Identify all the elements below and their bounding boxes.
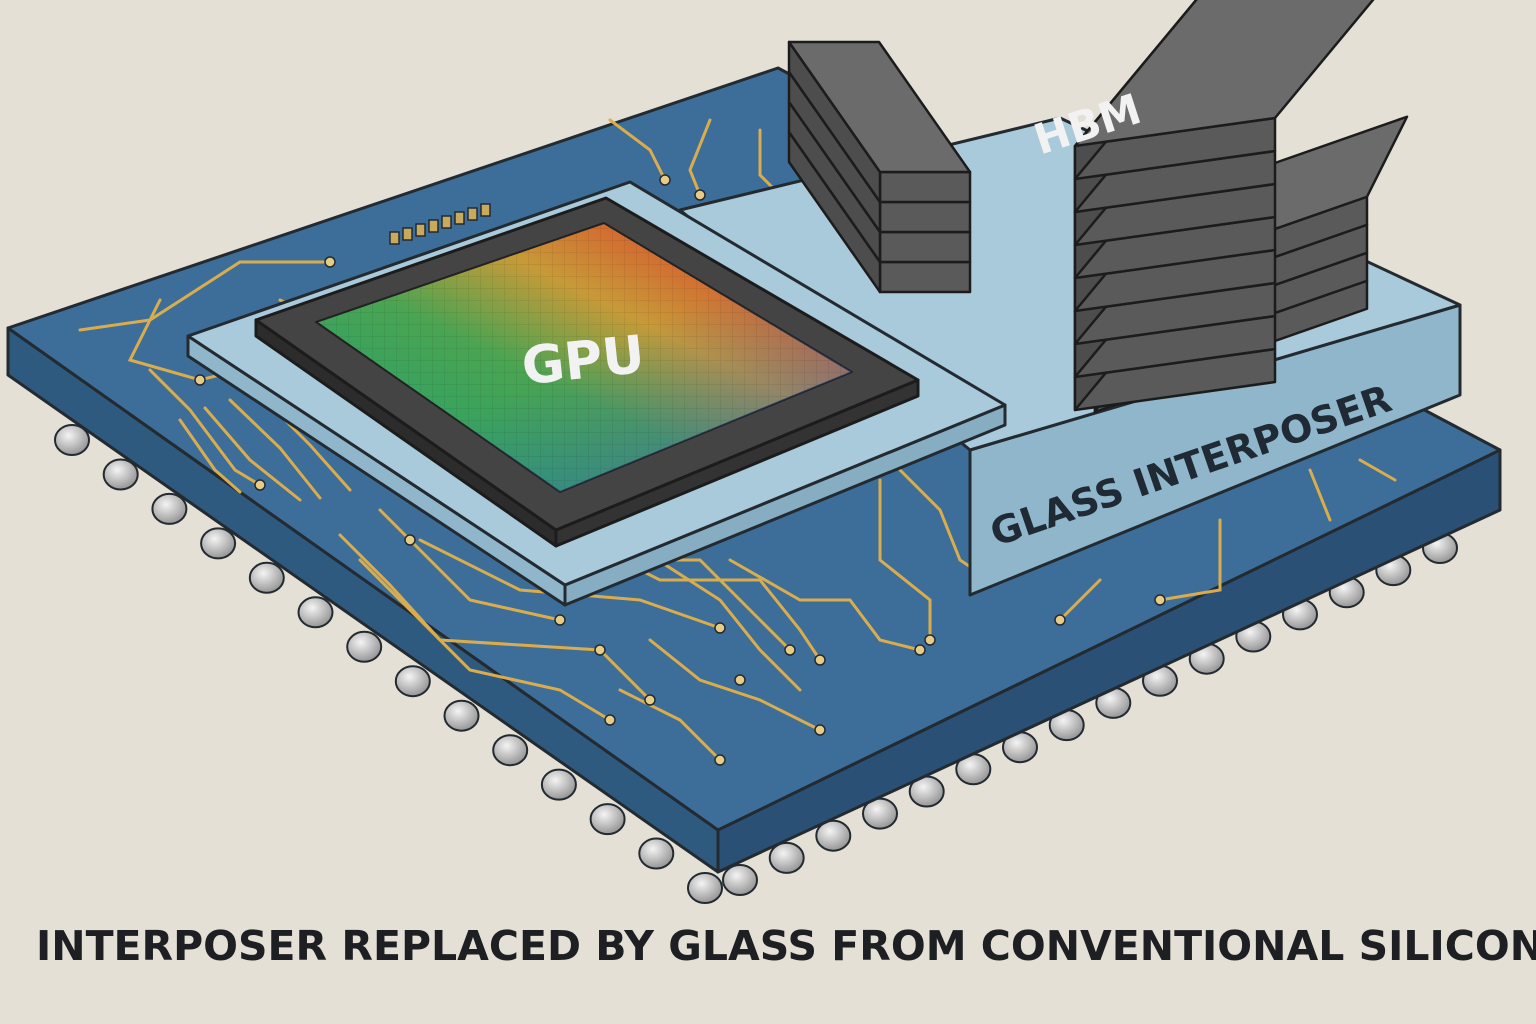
caption: INTERPOSER REPLACED BY GLASS FROM CONVEN… — [36, 922, 1536, 970]
solder-ball — [297, 596, 334, 629]
solder-ball — [492, 734, 529, 767]
solder-ball — [394, 665, 431, 698]
hbm-top — [787, 40, 972, 174]
solder-ball — [687, 872, 723, 904]
solder-ball — [248, 561, 285, 594]
solder-ball — [722, 864, 758, 896]
solder-ball — [151, 492, 188, 525]
solder-ball — [589, 803, 626, 836]
hbm-top — [1073, 0, 1375, 148]
gpu-silicon-grid — [316, 223, 852, 492]
hbm-stack-main — [1073, 0, 1375, 412]
solder-ball — [815, 819, 852, 852]
hbm-layer-front — [878, 230, 972, 264]
solder-ball — [638, 837, 675, 870]
hbm-layer-front — [878, 170, 972, 204]
gpu-die — [254, 196, 920, 548]
hbm-layer-front — [878, 200, 972, 234]
solder-ball — [768, 841, 805, 874]
solder-ball — [346, 630, 383, 663]
hbm-stack-back — [787, 40, 972, 294]
solder-ball — [200, 527, 237, 560]
solder-ball — [102, 458, 139, 491]
hbm-layer-front — [878, 260, 972, 294]
gpu-label: GPU — [519, 325, 648, 398]
solder-ball — [54, 424, 90, 456]
solder-ball — [443, 699, 480, 732]
solder-ball — [540, 768, 577, 801]
